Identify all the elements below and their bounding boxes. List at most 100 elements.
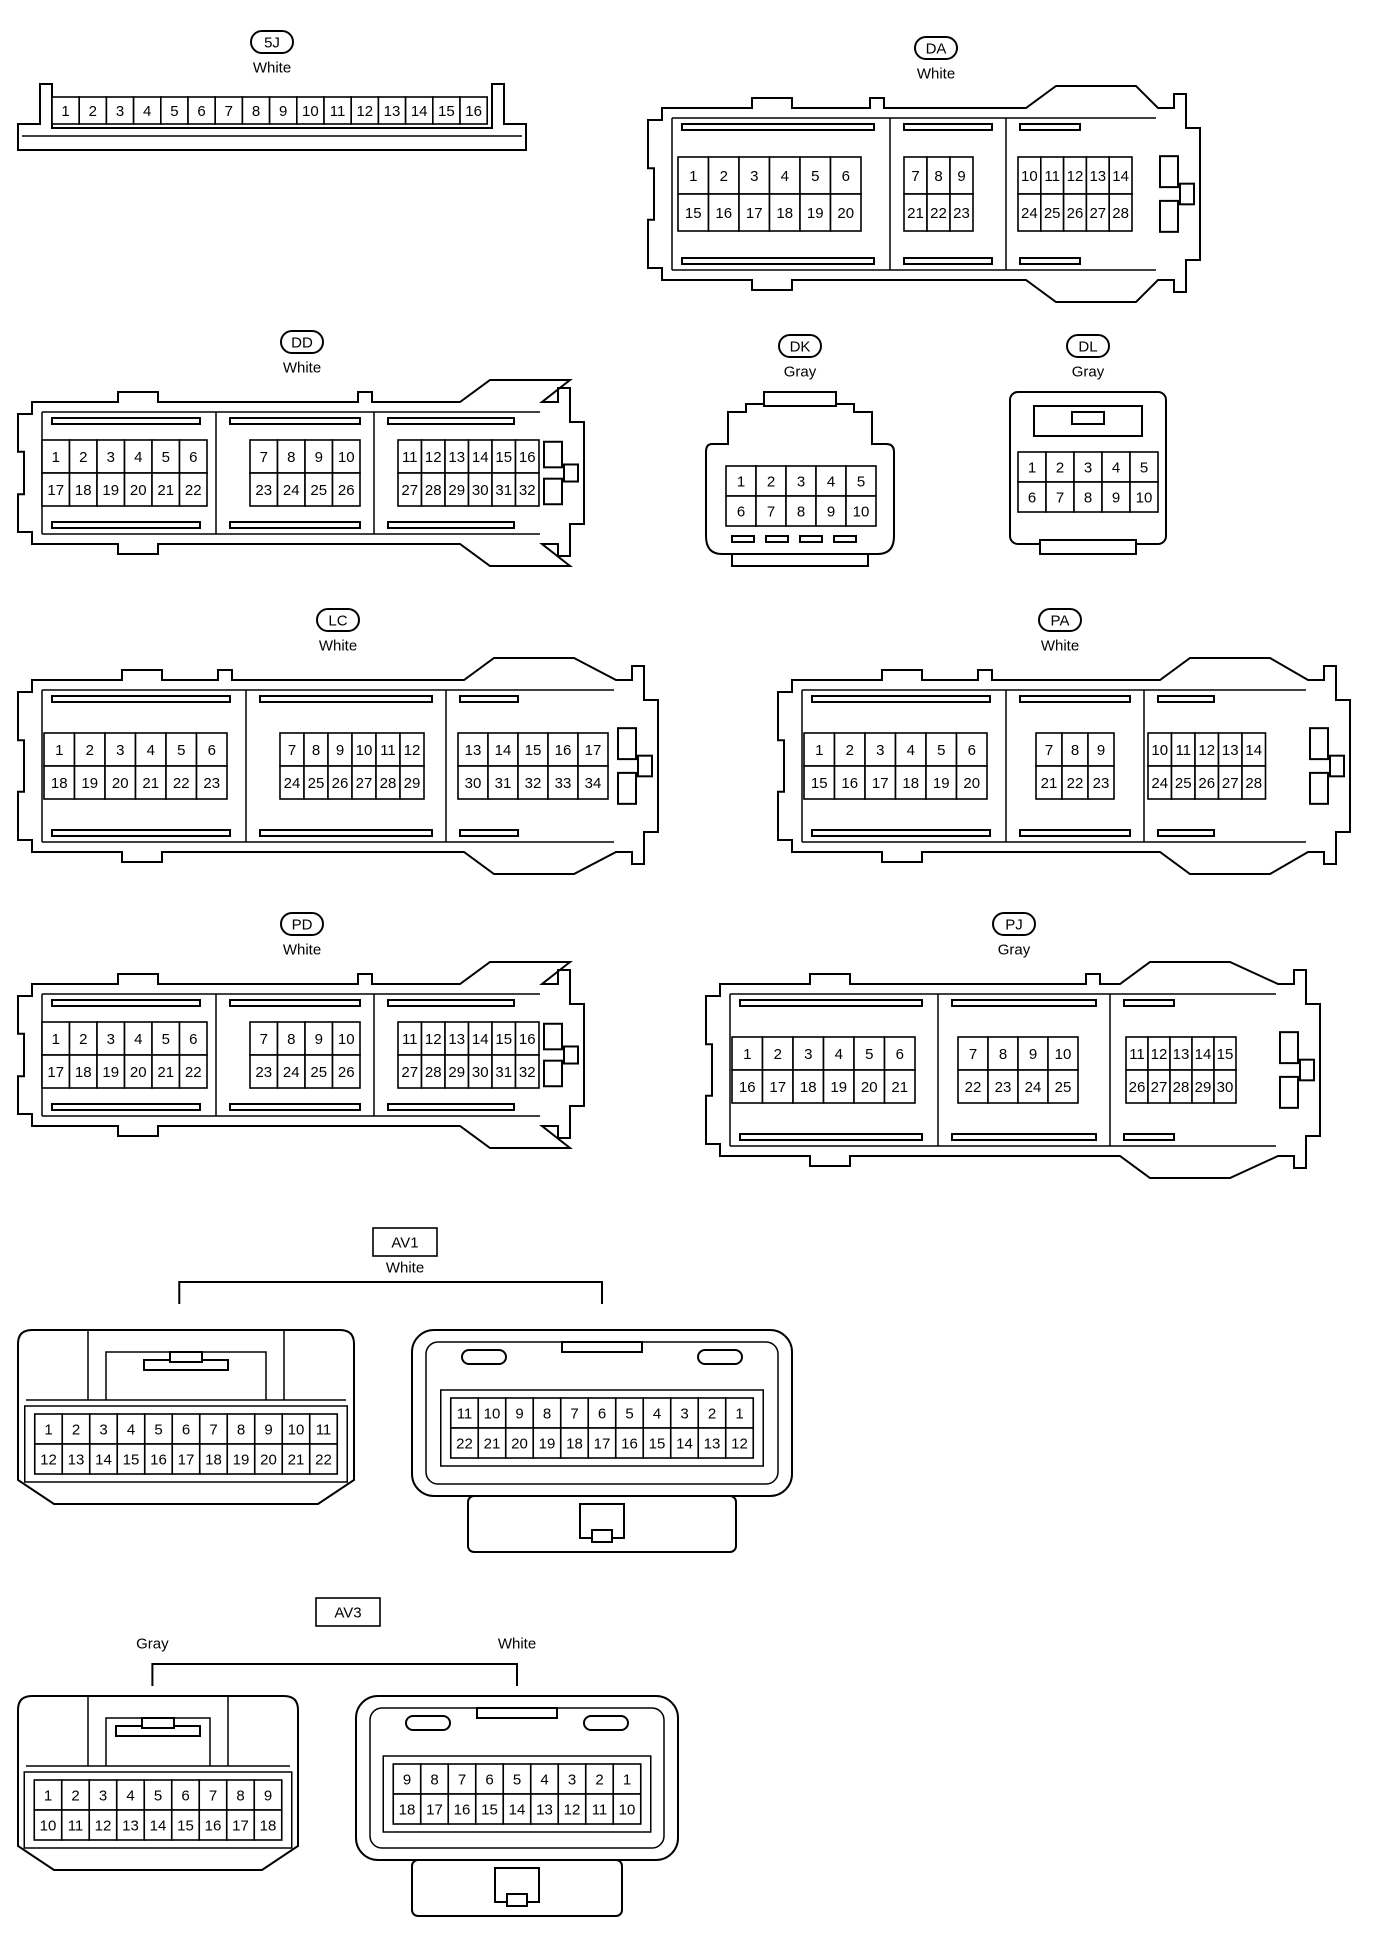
pin-cell (178, 1054, 208, 1089)
key-notch (561, 1341, 643, 1353)
pin-number: 23 (203, 775, 220, 792)
key-block (1179, 182, 1195, 206)
pin-number: 6 (208, 742, 216, 759)
latch-tab (591, 1529, 613, 1543)
pin-number: 12 (356, 103, 373, 120)
pin-number: 17 (585, 742, 602, 759)
pin-cell (41, 472, 71, 507)
pin-cell (1017, 1069, 1049, 1104)
key-block (1279, 1075, 1299, 1109)
key-block (543, 1059, 563, 1088)
pin-number: 2 (72, 1422, 80, 1439)
latch-slot (739, 999, 923, 1007)
pin-number: 3 (107, 449, 115, 466)
pin-number: 1 (815, 742, 823, 759)
latch-slot (1019, 829, 1131, 837)
pin-number: 16 (519, 449, 536, 466)
pin-cell (1087, 765, 1115, 800)
latch-slot (903, 257, 993, 265)
pin-cell (587, 1427, 617, 1459)
pin-number: 16 (739, 1079, 756, 1096)
pin-cell (123, 1054, 153, 1089)
key-block (1159, 199, 1179, 233)
pin-number: 18 (902, 775, 919, 792)
housing-color-label: Gray (1072, 364, 1105, 381)
pin-cell (304, 439, 334, 474)
pin-number: 24 (284, 775, 301, 792)
pin-cell (883, 1036, 916, 1071)
pin-number: 32 (519, 482, 536, 499)
pin-number: 3 (99, 1422, 107, 1439)
badge-outline (280, 330, 324, 354)
pin-cell (214, 96, 244, 125)
housing-outline (647, 85, 1201, 303)
pin-cell (143, 1809, 173, 1841)
pin-cell (96, 472, 126, 507)
badge-outline (315, 1597, 381, 1627)
key-block (543, 440, 563, 469)
pin-cell (853, 1069, 886, 1104)
pin-cell (160, 96, 189, 125)
pin-number: 27 (356, 775, 373, 792)
pin-number: 18 (399, 1802, 416, 1819)
pin-number: 23 (1093, 775, 1110, 792)
pin-number: 3 (568, 1772, 576, 1789)
key-block (563, 463, 579, 483)
badge-outline (1038, 608, 1082, 632)
pin-number: 1 (52, 1031, 60, 1048)
pin-cell (761, 1069, 794, 1104)
key-block (1309, 771, 1329, 805)
pin-number: 17 (232, 1818, 249, 1835)
pin-number: 20 (260, 1452, 277, 1469)
pin-number: 5 (857, 474, 865, 491)
pin-cell (331, 1054, 361, 1089)
badge-outline (372, 1227, 438, 1257)
latch (494, 1867, 540, 1903)
pin-cell (785, 495, 817, 527)
pin-number: 27 (1151, 1079, 1168, 1096)
pin-number: 14 (676, 1436, 693, 1453)
pin-number: 10 (1151, 742, 1168, 759)
pin-number: 3 (797, 474, 805, 491)
pin-number: 1 (735, 1406, 743, 1423)
pin-number: 1 (52, 449, 60, 466)
key-block (617, 727, 637, 761)
pin-number: 33 (555, 775, 572, 792)
pin-number: 19 (830, 1079, 847, 1096)
pin-number: 24 (1025, 1079, 1042, 1096)
badge-outline (778, 334, 822, 358)
latch-tab (506, 1893, 528, 1907)
pin-cell (399, 732, 425, 767)
section-divider (1005, 690, 1145, 842)
connector-code-badge: PJ (992, 912, 1036, 936)
pin-number: 10 (40, 1818, 57, 1835)
pin-cell (514, 472, 540, 507)
pin-number: 3 (1084, 460, 1092, 477)
pin-cell (151, 472, 181, 507)
latch (579, 1503, 625, 1539)
pin-number: 26 (332, 775, 349, 792)
pin-number: 3 (116, 742, 124, 759)
pin-cell (768, 193, 801, 232)
pin-cell (68, 439, 98, 474)
badge-outline (250, 30, 294, 54)
pin-number: 6 (1028, 490, 1036, 507)
section-divider (215, 994, 375, 1116)
pin-cell (731, 1069, 764, 1104)
pin-cell (949, 193, 974, 232)
latch-slot (1157, 695, 1215, 703)
pin-number: 7 (288, 742, 296, 759)
latch-slot (387, 999, 515, 1007)
pin-number: 21 (157, 1064, 174, 1081)
pin-number: 21 (484, 1436, 501, 1453)
pin-number: 16 (841, 775, 858, 792)
key-block (543, 477, 563, 506)
pin-number: 8 (1071, 742, 1079, 759)
latch-slot (681, 257, 875, 265)
pin-number: 25 (1044, 205, 1061, 222)
pin-cell (123, 439, 153, 474)
